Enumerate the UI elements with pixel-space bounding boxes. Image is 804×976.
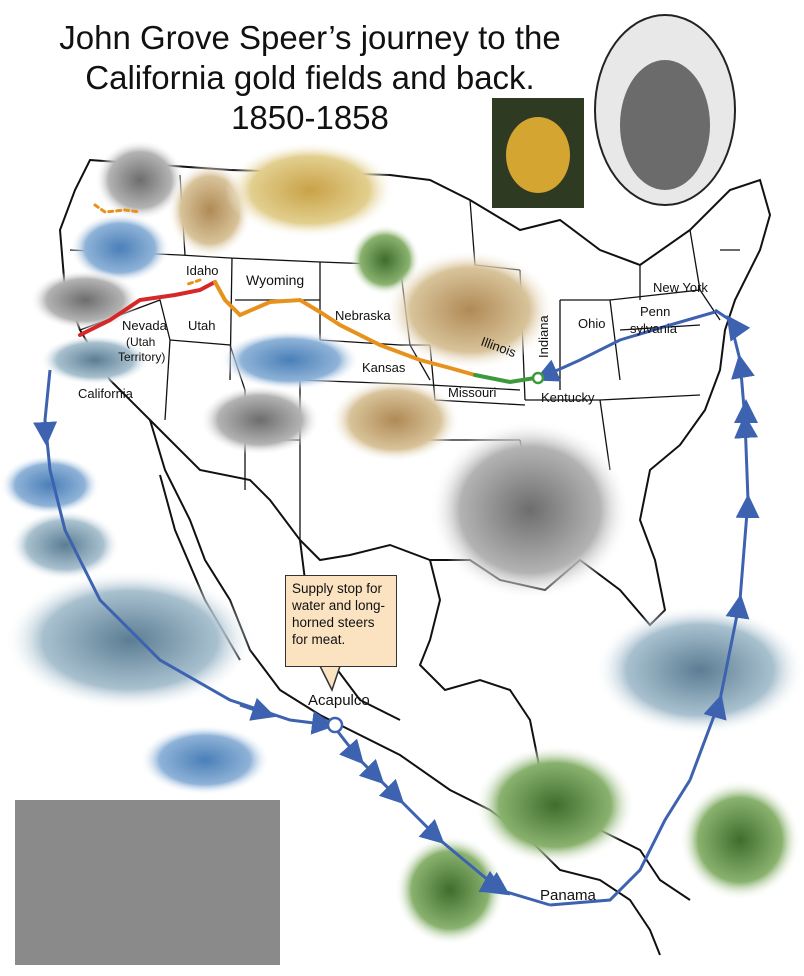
callout-pointer [319, 665, 341, 692]
label-kansas: Kansas [362, 360, 406, 375]
label-utah-territory-1: (Utah [126, 335, 155, 349]
label-kentucky: Kentucky [541, 390, 595, 405]
pacific-arrow-2 [239, 697, 276, 721]
page-title: John Grove Speer’s journey to the Califo… [40, 18, 580, 138]
label-utah-territory-2: Territory) [118, 350, 165, 364]
label-new-york: New York [653, 280, 708, 295]
label-idaho: Idaho [186, 263, 219, 278]
photo-vignettes [0, 14, 804, 965]
label-nebraska: Nebraska [335, 308, 391, 323]
label-panama: Panama [540, 887, 597, 904]
paddle-steamer-photo [430, 420, 630, 600]
label-utah: Utah [188, 318, 215, 333]
wagons-photo [200, 385, 320, 455]
gold-miners-photo [15, 800, 280, 965]
prairie-bison-photo [385, 250, 555, 370]
label-acapulco: Acapulco [308, 692, 370, 709]
title-line-2: California gold fields and back. [85, 59, 535, 96]
label-indiana: Indiana [536, 315, 551, 358]
pacific-arrow-3 [358, 758, 385, 785]
pacific-arrow-1 [33, 419, 58, 446]
steamboat-river-photo [40, 335, 150, 385]
rock-spires-photo [70, 213, 170, 283]
label-california: California [78, 386, 134, 401]
atlantic-route [688, 308, 760, 781]
pronghorn-photo [330, 378, 460, 462]
label-pennsylvania-1: Penn [640, 304, 670, 319]
monkey-photo [475, 745, 635, 865]
steamship-pacific-photo [5, 570, 255, 710]
quetzal-photo [680, 780, 800, 900]
title-line-3: 1850-1858 [231, 99, 389, 136]
label-pennsylvania-2: sylvania [630, 321, 678, 336]
oregon-trail-route [213, 280, 477, 377]
overland-return [534, 310, 716, 382]
title-line-1: John Grove Speer’s journey to the [59, 19, 561, 56]
kentucky-marker [531, 371, 545, 385]
gold-nugget [506, 117, 570, 193]
sea-routes [33, 308, 760, 907]
overland-routes [78, 203, 537, 385]
label-ohio: Ohio [578, 316, 605, 331]
stagecoach-photo [30, 270, 140, 330]
steamship-atlantic-photo [595, 605, 804, 735]
whale-photo [10, 510, 120, 580]
river-leg-route [473, 373, 537, 385]
pacific-arrow-4 [483, 872, 510, 896]
label-missouri: Missouri [448, 385, 497, 400]
salt-lake-photo [220, 330, 360, 390]
acapulco-callout: Supply stop for water and long-horned st… [285, 575, 397, 667]
california-leg-route [78, 280, 217, 337]
toucan-photo [395, 835, 505, 945]
bison-river-photo [225, 142, 395, 238]
orca-photo [140, 725, 270, 795]
north-spur-route [183, 278, 202, 287]
oregon-spur-route [93, 203, 142, 214]
mountain-goat-photo [95, 140, 185, 220]
label-wyoming: Wyoming [246, 272, 304, 288]
panama-crossing [549, 779, 692, 907]
acapulco-marker [326, 716, 344, 734]
label-nevada: Nevada [122, 318, 168, 333]
dolphin-photo [0, 455, 100, 515]
portrait-figure [620, 60, 710, 190]
